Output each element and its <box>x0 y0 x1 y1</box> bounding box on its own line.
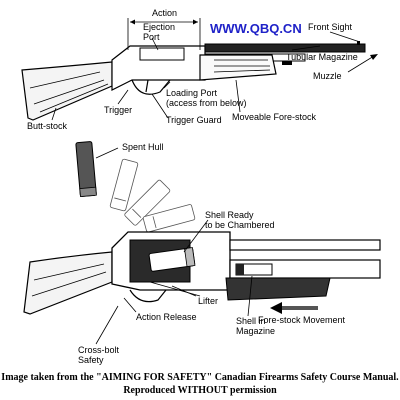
label-front-sight: Front Sight <box>308 22 353 32</box>
label-line: (access from below) <box>166 98 247 108</box>
label-line: Shell Ready <box>205 210 254 220</box>
bottom-fore-stock-shape <box>225 277 331 301</box>
action-bracket <box>127 18 201 50</box>
ghost-shell-2 <box>124 179 171 226</box>
bottom-stock-shape <box>23 251 113 315</box>
trigger-guard-shape <box>131 79 171 95</box>
caption-line-1: Image taken from the "AIMING FOR SAFETY"… <box>1 372 399 383</box>
label-lifter: Lifter <box>198 296 218 306</box>
butt-stock-shape <box>21 61 113 121</box>
label-action-release: Action Release <box>136 312 197 322</box>
label-fore-stock-movement: Fore-stock Movement <box>258 315 346 325</box>
bottom-barrel-shape <box>229 239 381 251</box>
label-tubular-magazine: Tubular Magazine <box>286 52 358 62</box>
label-line: Port <box>143 32 160 42</box>
fore-stock-shape <box>199 54 277 81</box>
ejected-shells <box>75 141 196 233</box>
leader-lines-top <box>51 31 361 121</box>
fore-stock-movement-arrow <box>270 302 318 314</box>
ghost-shell-3 <box>142 204 196 233</box>
bottom-shotgun <box>23 231 381 315</box>
label-loading-port: Loading Port(access from below) <box>166 88 247 108</box>
label-trigger-guard: Trigger Guard <box>166 115 222 125</box>
label-muzzle: Muzzle <box>313 71 342 81</box>
leader-lines-bottom <box>95 219 253 345</box>
top-shotgun <box>21 41 366 121</box>
muzzle-arrow <box>347 54 378 73</box>
label-line: to be Chambered <box>205 220 275 230</box>
caption-line-2: Reproduced WITHOUT permission <box>123 385 277 396</box>
label-line: Ejection <box>143 22 175 32</box>
label-line: Cross-bolt <box>78 345 120 355</box>
label-butt-stock: Butt-stock <box>27 121 68 131</box>
label-action: Action <box>152 8 177 18</box>
barrel-shape <box>204 43 366 53</box>
ghost-shell-1 <box>109 158 139 212</box>
label-line: Shell in <box>236 316 266 326</box>
watermark-text: WWW.QBQ.CN <box>210 21 302 36</box>
label-moveable-fore-stock: Moveable Fore-stock <box>232 112 317 122</box>
label-line: Safety <box>78 355 104 365</box>
label-trigger: Trigger <box>104 105 132 115</box>
label-line: Magazine <box>236 326 275 336</box>
label-line: Loading Port <box>166 88 218 98</box>
label-spent-hull: Spent Hull <box>122 142 164 152</box>
